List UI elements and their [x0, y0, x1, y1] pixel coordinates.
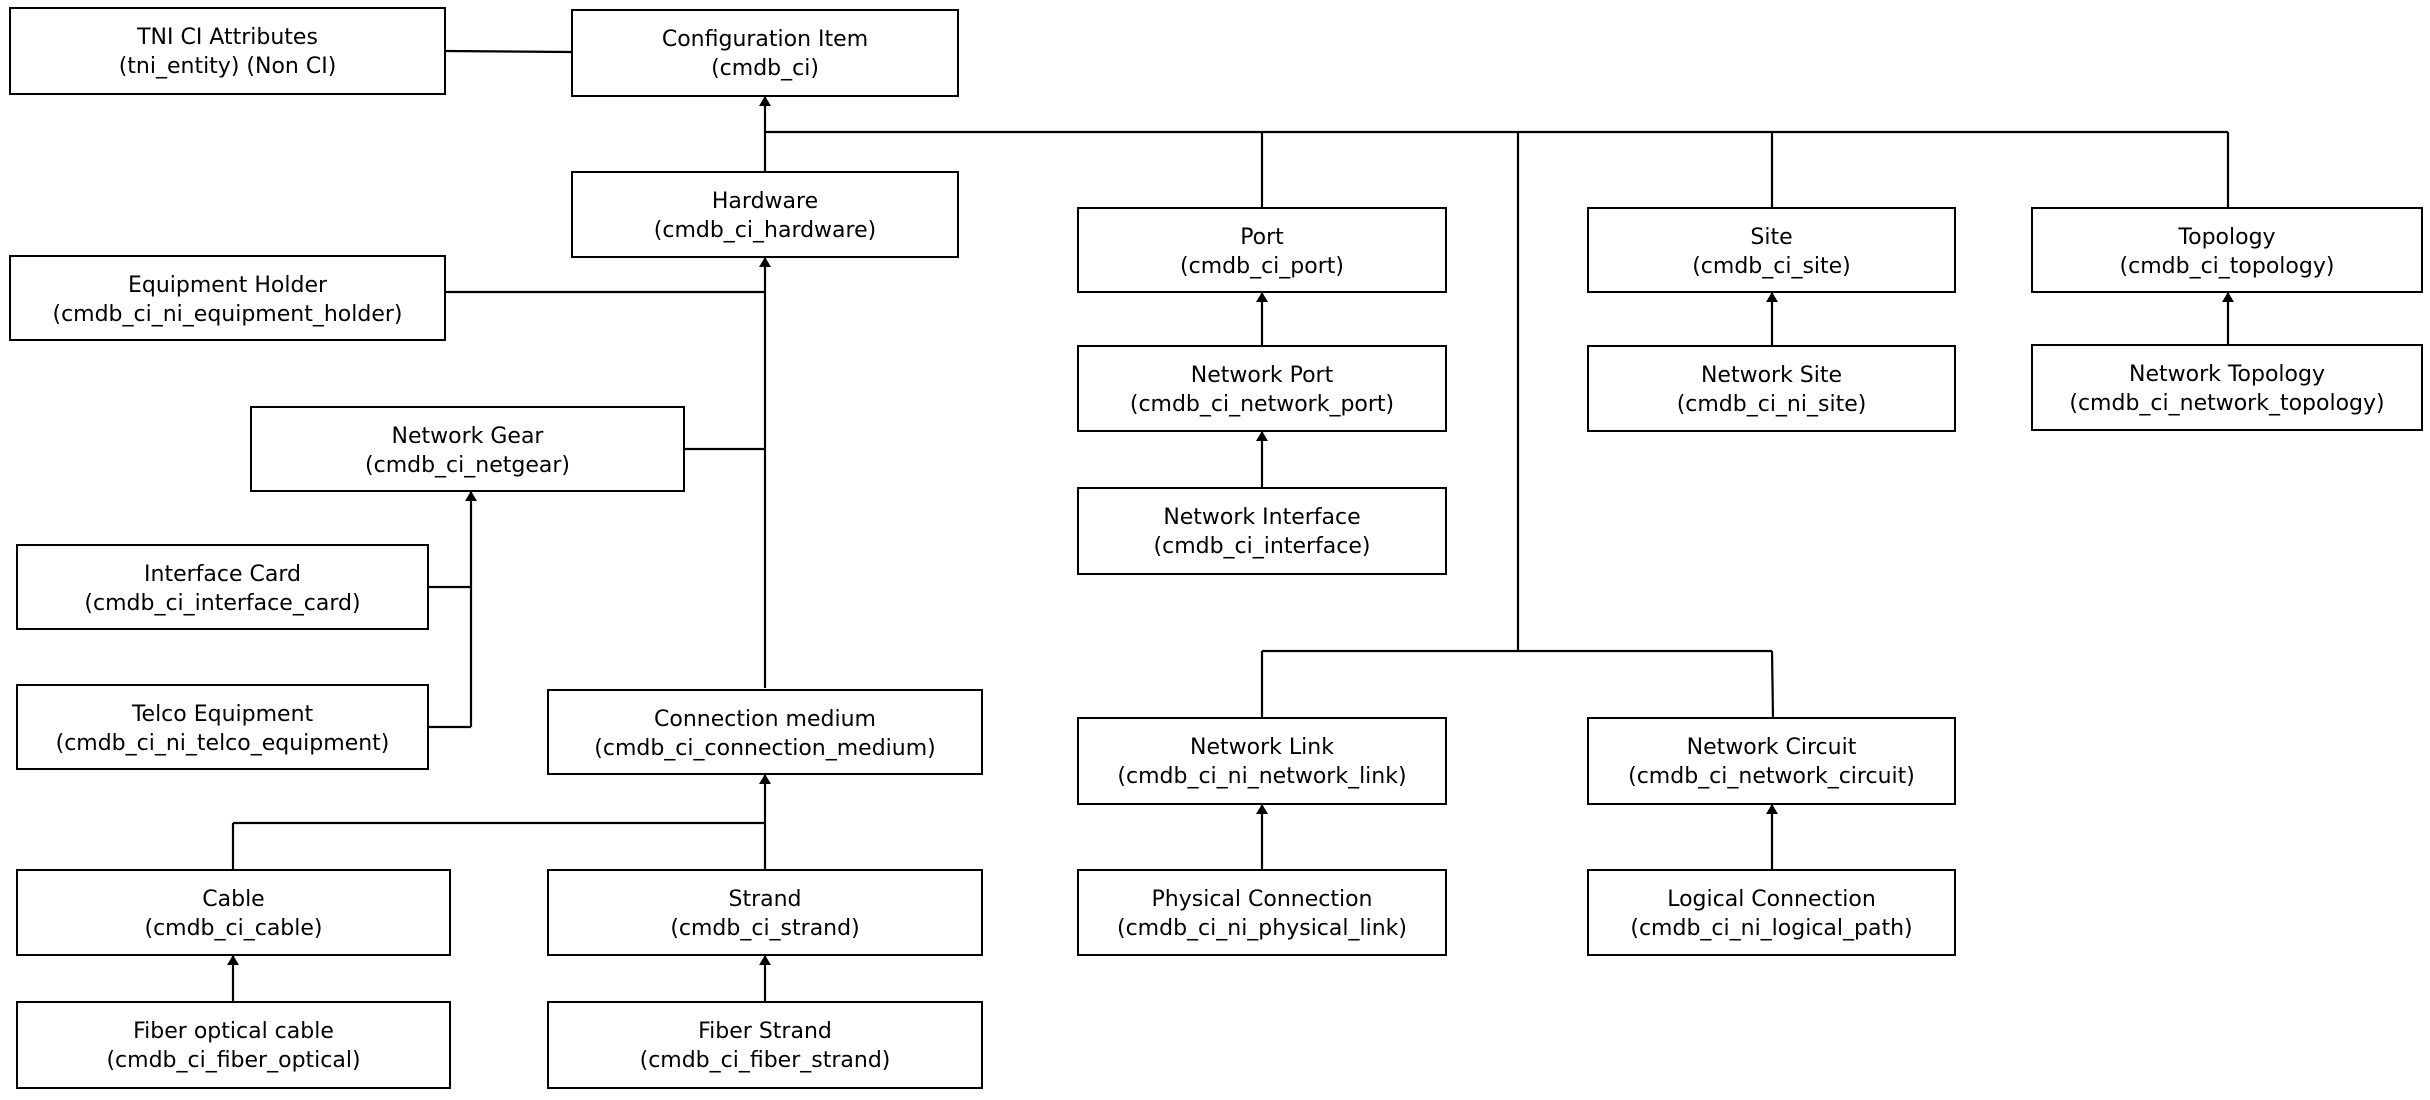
- class-box-logical-path: Logical Connection (cmdb_ci_ni_logical_pa…: [1587, 869, 1956, 956]
- class-boxes: TNI CI Attributes (tni_entity) (Non CI) Co…: [9, 7, 2423, 1089]
- class-box-frame: [571, 9, 959, 97]
- class-box-fiber-optical: Fiber optical cable (cmdb_ci_fiber_optica…: [16, 1001, 451, 1089]
- class-name: Logical Connection: [1667, 887, 1876, 912]
- class-box-interface: Network Interface (cmdb_ci_interface): [1077, 487, 1447, 575]
- class-box-site: Site (cmdb_ci_site): [1587, 207, 1956, 293]
- class-name: Hardware: [712, 189, 818, 214]
- class-table-name: (cmdb_ci_fiber_strand): [640, 1048, 891, 1073]
- class-box-cmdb-ci: Configuration Item (cmdb_ci): [571, 9, 959, 97]
- class-name: Connection medium: [654, 707, 876, 732]
- class-box-strand: Strand (cmdb_ci_strand): [547, 869, 983, 956]
- class-name: Physical Connection: [1152, 887, 1373, 912]
- class-table-name: (cmdb_ci_network_topology): [2069, 391, 2384, 416]
- class-box-frame: [547, 689, 983, 775]
- class-box-frame: [16, 1001, 451, 1089]
- class-table-name: (cmdb_ci_ni_network_link): [1117, 764, 1406, 789]
- class-box-frame: [1077, 717, 1447, 805]
- class-table-name: (cmdb_ci_ni_equipment_holder): [52, 302, 402, 327]
- class-table-name: (cmdb_ci_fiber_optical): [106, 1048, 360, 1073]
- class-box-tni-entity: TNI CI Attributes (tni_entity) (Non CI): [9, 7, 446, 95]
- class-box-frame: [1587, 869, 1956, 956]
- class-box-interface-card: Interface Card (cmdb_ci_interface_card): [16, 544, 429, 630]
- class-name: Telco Equipment: [131, 702, 314, 727]
- class-name: Network Topology: [2129, 362, 2325, 387]
- class-table-name: (cmdb_ci_strand): [670, 916, 859, 941]
- class-name: Network Interface: [1163, 505, 1360, 530]
- class-box-frame: [547, 869, 983, 956]
- class-name: Cable: [202, 887, 264, 912]
- class-box-frame: [1077, 869, 1447, 956]
- class-box-network-topology: Network Topology (cmdb_ci_network_topolog…: [2031, 344, 2423, 431]
- class-name: Network Circuit: [1687, 735, 1857, 760]
- class-box-fiber-strand: Fiber Strand (cmdb_ci_fiber_strand): [547, 1001, 983, 1089]
- class-box-frame: [1587, 207, 1956, 293]
- class-name: Port: [1240, 225, 1284, 250]
- class-table-name: (cmdb_ci_port): [1180, 254, 1344, 279]
- class-box-connection-medium: Connection medium (cmdb_ci_connection_med…: [547, 689, 983, 775]
- class-name: Configuration Item: [662, 27, 868, 52]
- branch-network-circuit: [1770, 650, 1775, 719]
- class-box-network-port: Network Port (cmdb_ci_network_port): [1077, 345, 1447, 432]
- class-box-frame: [16, 684, 429, 770]
- class-table-name: (cmdb_ci_network_circuit): [1628, 764, 1915, 789]
- class-box-ni-site: Network Site (cmdb_ci_ni_site): [1587, 345, 1956, 432]
- class-box-frame: [1587, 345, 1956, 432]
- class-box-physical-link: Physical Connection (cmdb_ci_ni_physical_…: [1077, 869, 1447, 956]
- class-table-name: (cmdb_ci_ni_telco_equipment): [56, 731, 390, 756]
- class-box-frame: [1077, 207, 1447, 293]
- class-table-name: (cmdb_ci): [711, 56, 819, 81]
- class-box-port: Port (cmdb_ci_port): [1077, 207, 1447, 293]
- class-name: Topology: [2177, 225, 2275, 250]
- class-table-name: (cmdb_ci_interface): [1154, 534, 1371, 559]
- class-table-name: (cmdb_ci_ni_logical_path): [1630, 916, 1912, 941]
- class-name: Network Link: [1190, 735, 1334, 760]
- class-table-name: (cmdb_ci_hardware): [654, 218, 876, 243]
- class-name: Fiber Strand: [698, 1019, 832, 1044]
- class-table-name: (cmdb_ci_netgear): [365, 453, 570, 478]
- class-table-name: (cmdb_ci_topology): [2120, 254, 2335, 279]
- class-box-frame: [2031, 207, 2423, 293]
- class-name: TNI CI Attributes: [136, 25, 318, 50]
- class-box-frame: [9, 7, 446, 95]
- class-box-network-link: Network Link (cmdb_ci_ni_network_link): [1077, 717, 1447, 805]
- class-box-hardware: Hardware (cmdb_ci_hardware): [571, 171, 959, 258]
- class-box-network-circuit: Network Circuit (cmdb_ci_network_circuit): [1587, 717, 1956, 805]
- class-box-frame: [1587, 717, 1956, 805]
- class-table-name: (tni_entity) (Non CI): [119, 54, 337, 79]
- class-box-frame: [9, 255, 446, 341]
- class-name: Network Site: [1701, 363, 1842, 388]
- class-box-topology: Topology (cmdb_ci_topology): [2031, 207, 2423, 293]
- class-box-telco-equipment: Telco Equipment (cmdb_ci_ni_telco_equipme…: [16, 684, 429, 770]
- class-name: Fiber optical cable: [133, 1019, 334, 1044]
- class-table-name: (cmdb_ci_site): [1692, 254, 1851, 279]
- class-box-frame: [547, 1001, 983, 1089]
- class-name: Network Port: [1191, 363, 1334, 388]
- class-box-frame: [1077, 487, 1447, 575]
- connector-lines: [227, 49, 2234, 1002]
- class-table-name: (cmdb_ci_network_port): [1130, 392, 1394, 417]
- class-box-frame: [16, 869, 451, 956]
- class-box-frame: [16, 544, 429, 630]
- class-name: Equipment Holder: [128, 273, 328, 298]
- association-line-tni-entity: [444, 49, 573, 54]
- class-box-cable: Cable (cmdb_ci_cable): [16, 869, 451, 956]
- class-box-equipment-holder: Equipment Holder (cmdb_ci_ni_equipment_ho…: [9, 255, 446, 341]
- class-table-name: (cmdb_ci_interface_card): [84, 591, 360, 616]
- class-box-frame: [250, 406, 685, 492]
- class-name: Strand: [728, 887, 801, 912]
- class-box-frame: [1077, 345, 1447, 432]
- class-table-name: (cmdb_ci_ni_physical_link): [1117, 916, 1407, 941]
- class-box-netgear: Network Gear (cmdb_ci_netgear): [250, 406, 685, 492]
- class-name: Interface Card: [144, 562, 301, 587]
- class-name: Network Gear: [392, 424, 545, 449]
- class-table-name: (cmdb_ci_cable): [144, 916, 322, 941]
- class-table-name: (cmdb_ci_connection_medium): [594, 736, 935, 761]
- class-box-frame: [571, 171, 959, 258]
- class-table-name: (cmdb_ci_ni_site): [1677, 392, 1867, 417]
- class-name: Site: [1750, 225, 1792, 250]
- class-box-frame: [2031, 344, 2423, 431]
